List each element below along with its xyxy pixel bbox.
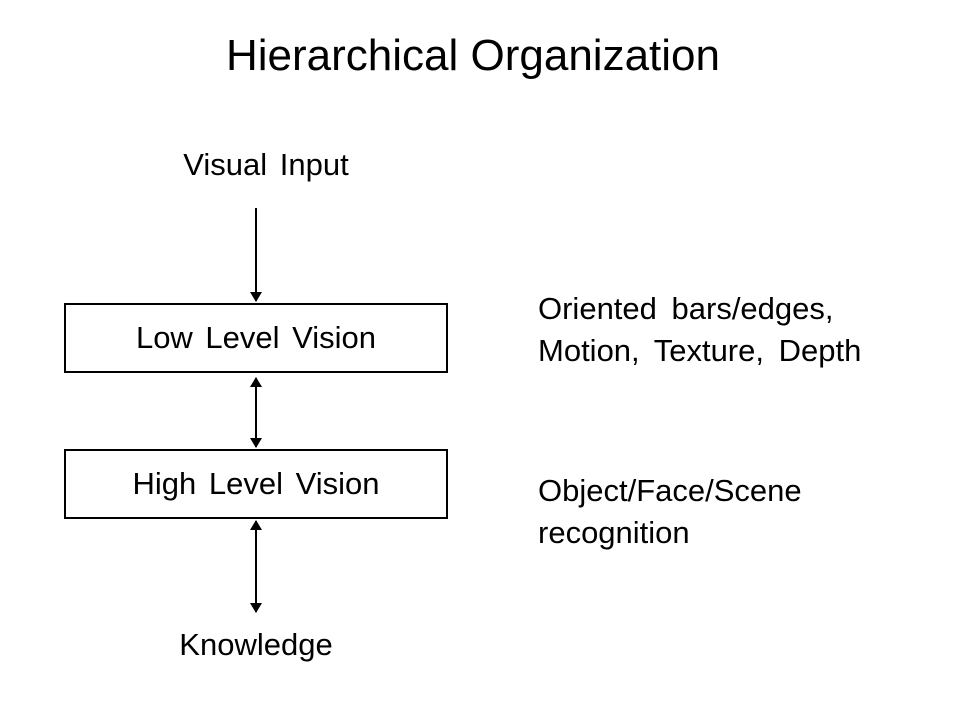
- high-level-description: Object/Face/Scene recognition: [538, 470, 802, 554]
- knowledge-label: Knowledge: [179, 627, 333, 662]
- low-level-vision-label: Low Level Vision: [135, 320, 377, 355]
- high-level-vision-label: High Level Vision: [132, 466, 380, 501]
- high-level-description-line-2: recognition: [538, 515, 690, 550]
- low-level-description-line-2: Motion, Texture, Depth: [538, 333, 862, 368]
- visual-input-label: Visual Input: [183, 147, 349, 182]
- high-level-vision-box: High Level Vision: [64, 449, 448, 519]
- high-level-description-line-1: Object/Face/Scene: [538, 473, 802, 508]
- low-level-vision-box: Low Level Vision: [64, 303, 448, 373]
- slide-title: Hierarchical Organization: [226, 31, 720, 80]
- low-level-description-line-1: Oriented bars/edges,: [538, 291, 834, 326]
- low-level-description: Oriented bars/edges, Motion, Texture, De…: [538, 288, 861, 372]
